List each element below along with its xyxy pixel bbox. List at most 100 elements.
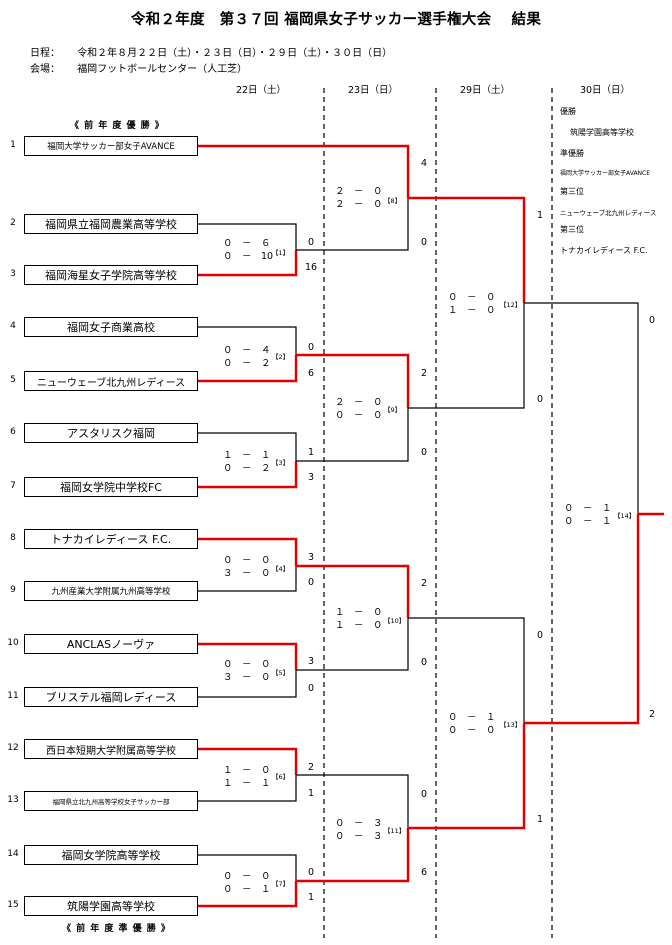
line-m8-sf: [408, 196, 526, 303]
line-m11-sf: [408, 723, 526, 830]
line-team3: [198, 250, 298, 277]
line-m7-r2: [296, 828, 410, 883]
match-number: 【5】: [272, 669, 290, 677]
line-m10-sf: [408, 617, 525, 723]
match-result-upper: 4: [420, 158, 428, 169]
day-header-4: 30日（日）: [579, 85, 631, 96]
match-result-upper: 3: [307, 552, 315, 563]
team-seed: 5: [10, 375, 16, 385]
line-team1-r2: [198, 144, 410, 198]
line-team9: [198, 566, 297, 592]
line-m1-r2: [296, 198, 409, 251]
match-number: 【8】: [384, 197, 402, 205]
match-result-lower: 1: [536, 814, 544, 825]
result-name-runner-up: 福岡大学サッカー部女子AVANCE: [560, 170, 651, 177]
page-title: 令和２年度 第３７回 福岡県女子サッカー選手権大会 結果: [130, 12, 542, 28]
match-number: 【13】: [500, 721, 522, 729]
match-score: ０ － １ ０ － ０: [448, 712, 496, 736]
match-number: 【2】: [272, 353, 290, 361]
line-team8: [198, 537, 298, 566]
match-score: ０ － ０ ３ － ０: [223, 555, 271, 579]
dates-label: 日程：: [30, 48, 60, 59]
line-team11: [198, 670, 297, 698]
match-score: ２ － ０ ２ － ０: [335, 186, 383, 210]
team-seed: 14: [7, 849, 19, 859]
match-score: １ － ０ １ － １: [223, 765, 271, 789]
day-dividers: [323, 88, 553, 938]
match-result-lower: 0: [420, 657, 428, 668]
match-result-lower: 2: [648, 709, 656, 720]
match-result-upper: 1: [536, 210, 544, 221]
venue-value: 福岡フットボールセンター（人工芝）: [77, 64, 248, 75]
team-box: 福岡県立福岡農業高等学校: [24, 214, 198, 234]
team-box: 九州産業大学附属九州高等学校: [24, 581, 198, 601]
match-result-lower: 0: [536, 394, 544, 405]
match-score: ２ － ０ ０ － ０: [335, 397, 383, 421]
team-box: 福岡女子商業高校: [24, 317, 198, 337]
dates-value: 令和２年８月２２日（土）・２３日（日）・２９日（土）・３０日（日）: [77, 48, 393, 59]
line-team14: [198, 854, 297, 881]
team-seed: 3: [10, 269, 16, 279]
day-header-2: 23日（日）: [347, 85, 399, 96]
dates-row: 日程： 令和２年８月２２日（土）・２３日（日）・２９日（土）・３０日（日）: [30, 44, 392, 59]
line-team13: [198, 775, 297, 802]
team-box: トナカイレディース F.C.: [24, 529, 198, 549]
result-label-champion: 優勝: [560, 107, 576, 116]
match-result-lower: 6: [307, 368, 315, 379]
team-seed: 11: [7, 691, 19, 701]
match-result-upper: 0: [536, 630, 544, 641]
match-result-upper: 2: [420, 578, 428, 589]
match-score: ０ － １ ０ － １: [564, 503, 612, 527]
match-result-upper: 0: [307, 237, 315, 248]
team-box: 福岡大学サッカー部女子AVANCE: [24, 136, 198, 156]
line-team7: [198, 461, 298, 489]
team-seed: 10: [7, 638, 19, 648]
match-result-lower: 1: [307, 788, 315, 799]
match-score: １ － ０ １ － ０: [335, 607, 383, 631]
line-m3-r2: [296, 408, 409, 462]
team-seed: 13: [7, 795, 19, 805]
match-result-lower: 0: [307, 683, 315, 694]
match-score: ０ － ３ ０ － ３: [335, 818, 383, 842]
team-seed: 7: [10, 481, 16, 491]
team-seed: 6: [10, 427, 16, 437]
team-box: 福岡海星女子学院高等学校: [24, 265, 198, 285]
result-label-third-2: 第三位: [560, 225, 584, 234]
line-team6: [198, 432, 297, 461]
day-header-1: 22日（土）: [235, 85, 287, 96]
day-header-3: 29日（土）: [459, 85, 511, 96]
line-m12-final: [524, 302, 639, 514]
match-number: 【7】: [272, 880, 290, 888]
line-m6-r2: [296, 774, 409, 828]
match-number: 【6】: [272, 773, 290, 781]
team-seed: 1: [10, 140, 16, 150]
team-box: 福岡女学院中学校FC: [24, 477, 198, 497]
result-label-runner-up: 準優勝: [560, 149, 584, 158]
line-team10: [198, 642, 298, 670]
match-result-lower: 16: [304, 262, 318, 273]
match-score: ０ － ０ ０ － １: [223, 871, 271, 895]
match-number: 【4】: [272, 565, 290, 573]
match-result-lower: 3: [307, 472, 315, 483]
match-result-upper: 0: [420, 789, 428, 800]
match-result-lower: 0: [307, 577, 315, 588]
previous-runner-up-note: 《 前 年 度 準 優 勝 》: [62, 924, 171, 934]
line-m5-r2: [296, 618, 409, 671]
match-number: 【10】: [384, 617, 406, 625]
match-result-upper: 0: [307, 342, 315, 353]
result-name-third-2: トナカイレディース F.C.: [560, 246, 648, 255]
match-score: ０ － ４ ０ － ２: [223, 345, 271, 369]
match-number: 【12】: [500, 301, 522, 309]
team-seed: 2: [10, 218, 16, 228]
team-box: ニューウェーブ北九州レディース: [24, 371, 198, 391]
venue-label: 会場：: [30, 64, 60, 75]
match-result-lower: 1: [307, 892, 315, 903]
match-score: １ － １ ０ － ２: [223, 450, 271, 474]
match-result-lower: 0: [420, 237, 428, 248]
match-number: 【3】: [272, 459, 290, 467]
match-number: 【1】: [272, 249, 290, 257]
result-label-third-1: 第三位: [560, 187, 584, 196]
line-team5: [198, 355, 298, 383]
team-box: 筑陽学園高等学校: [24, 896, 198, 916]
